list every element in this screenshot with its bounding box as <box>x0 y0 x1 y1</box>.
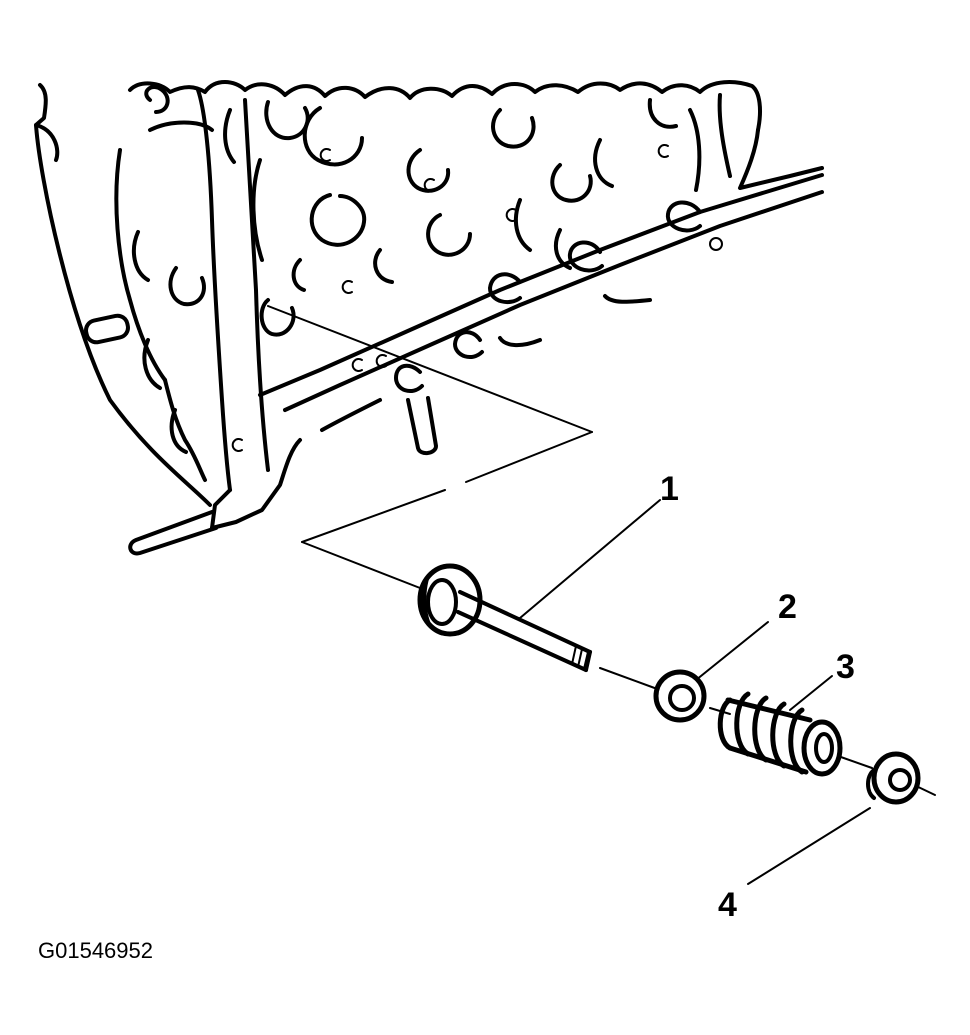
cylinder-head-casting <box>34 80 824 556</box>
leader-line-1 <box>519 499 661 619</box>
figure-code: G01546952 <box>38 938 153 963</box>
leader-line-4 <box>747 807 871 885</box>
callout-label-4: 4 <box>718 886 737 924</box>
leader-line-2 <box>695 621 769 681</box>
valve-spring-retainer <box>866 751 921 805</box>
leader-line-3 <box>789 675 833 711</box>
callout-label-3: 3 <box>836 648 855 686</box>
callout-label-2: 2 <box>778 588 797 626</box>
exploded-view-guide-lines <box>267 305 593 589</box>
valve <box>417 563 592 672</box>
valve-spring-seat <box>653 669 707 723</box>
callout-label-1: 1 <box>660 470 679 508</box>
valve-spring <box>717 691 843 777</box>
